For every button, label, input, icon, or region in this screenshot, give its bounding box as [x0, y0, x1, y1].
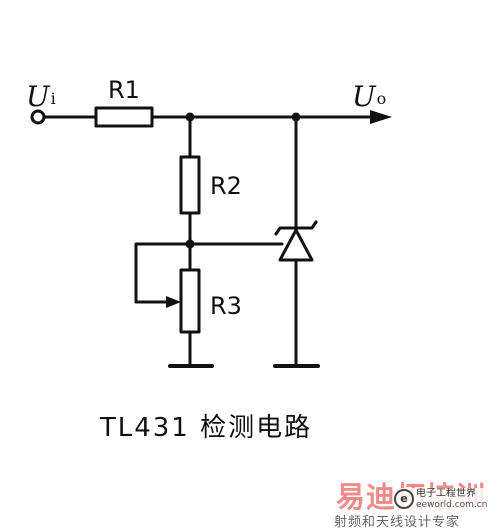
watermark-logo-text: 电子工程世界: [416, 488, 476, 499]
eeworld-logo-icon: e: [394, 489, 414, 509]
label-input: Ui: [26, 80, 56, 113]
label-r2: R2: [210, 172, 242, 200]
output-arrow: [370, 110, 392, 124]
resistor-r2: [179, 155, 201, 215]
watermark-logo-url: eeworld.com.cn: [416, 500, 488, 510]
wire-wiper-loop: [134, 242, 192, 304]
tl431-cathode-bar: [274, 220, 318, 236]
label-r1: R1: [108, 76, 140, 104]
wiper-arrow: [166, 296, 181, 308]
junction-mid: [185, 239, 195, 249]
figure-caption: TL431 检测电路: [99, 413, 313, 443]
label-r3: R3: [210, 292, 242, 320]
label-output: Uo: [352, 80, 386, 113]
resistor-r1: [94, 106, 154, 128]
tl431-triangle: [278, 228, 314, 262]
junction-top-left: [185, 112, 195, 122]
watermark-sub-text: 射频和天线设计专家: [334, 515, 461, 530]
junction-top-right: [291, 112, 301, 122]
resistor-r3: [179, 268, 201, 334]
